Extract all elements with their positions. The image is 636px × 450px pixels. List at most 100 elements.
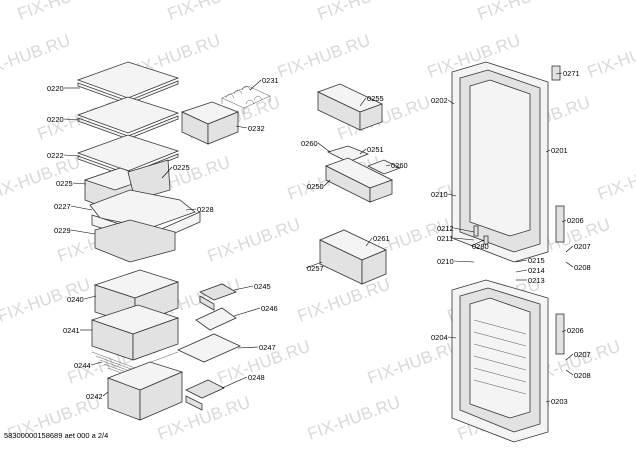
- part-number-label: 0210: [431, 190, 448, 199]
- watermark-text: FIX-HUB.RU: [475, 0, 573, 24]
- part-number-label: 0257: [307, 264, 324, 273]
- watermark-text: FIX-HUB.RU: [205, 215, 303, 266]
- part-number-label: 0206: [567, 326, 584, 335]
- leader-line: [63, 118, 81, 121]
- leader-line: [161, 166, 173, 179]
- watermark-text: FIX-HUB.RU: [305, 393, 403, 444]
- part-number-label: 0207: [574, 350, 591, 359]
- leader-line: [565, 353, 574, 361]
- part-number-label: 0229: [54, 226, 71, 235]
- leader-line: [453, 227, 475, 233]
- leader-line: [359, 148, 367, 155]
- part-number-label: 0246: [261, 304, 278, 313]
- leader-line: [470, 239, 485, 247]
- part-number-label: 0227: [54, 202, 71, 211]
- part-number-label: 0207: [574, 242, 591, 251]
- leader-line: [90, 361, 103, 366]
- part-number-label: 0255: [367, 94, 384, 103]
- part-labels: 0220 0220 0222 0225 0225 0227 0228 0229 0231 0232…: [47, 69, 591, 406]
- leader-line: [515, 269, 528, 273]
- leader-line: [545, 400, 551, 403]
- leader-line: [233, 307, 261, 317]
- fridge-door: [451, 61, 549, 263]
- freezer-door: [451, 279, 549, 443]
- leader-line: [185, 208, 197, 211]
- watermark-text: FIX-HUB.RU: [15, 0, 113, 24]
- part-number-label: 0211: [437, 234, 453, 243]
- leader-line: [235, 125, 248, 129]
- leader-line: [447, 99, 455, 105]
- part-number-label: 0203: [551, 397, 568, 406]
- part-number-label: 0201: [551, 146, 568, 155]
- part-number-label: 0225: [56, 179, 73, 188]
- leader-line: [447, 193, 457, 197]
- lower-drawers: [90, 269, 184, 421]
- watermark-text: FIX-HUB.RU: [295, 275, 393, 326]
- leader-line: [555, 72, 563, 75]
- part-number-label: 0215: [528, 256, 545, 265]
- part-number-label: 0260: [301, 139, 318, 148]
- part-number-label: 0242: [86, 392, 103, 401]
- leader-line: [545, 149, 551, 153]
- watermark-text: FIX-HUB.RU: [585, 31, 636, 82]
- bottle-rack: [221, 85, 271, 114]
- leader-line: [63, 154, 81, 157]
- part-number-label: 0232: [248, 124, 265, 133]
- small-box-0232: [180, 101, 240, 145]
- leader-line: [70, 229, 96, 235]
- leader-line: [565, 245, 574, 253]
- part-number-label: 0248: [248, 373, 265, 382]
- part-number-label: 0231: [262, 76, 279, 85]
- leader-line: [565, 369, 574, 376]
- watermark-text: FIX-HUB.RU: [595, 153, 636, 204]
- leader-line: [565, 261, 574, 268]
- part-number-label: 0250: [307, 182, 324, 191]
- leader-line: [305, 261, 323, 269]
- leader-line: [323, 179, 331, 187]
- part-number-label: 0208: [574, 263, 591, 272]
- part-number-label: 0244: [74, 361, 91, 370]
- leader-line: [453, 237, 475, 241]
- leader-line: [317, 142, 331, 153]
- part-number-label: 0260: [391, 161, 408, 170]
- leader-line: [221, 376, 248, 389]
- watermark-text: FIX-HUB.RU: [165, 0, 263, 24]
- leader-line: [70, 205, 93, 211]
- leader-line: [365, 237, 373, 247]
- leader-line: [385, 164, 391, 167]
- part-number-label: 0261: [373, 234, 390, 243]
- part-number-label: 0220: [47, 115, 64, 124]
- part-number-label: 0241: [63, 326, 80, 335]
- watermark-text: FIX-HUB.RU: [365, 337, 463, 388]
- leader-line: [561, 329, 567, 333]
- glass-shelves: [76, 61, 180, 178]
- leader-line: [453, 260, 475, 263]
- part-number-label: 0251: [367, 145, 384, 154]
- leader-line: [72, 182, 87, 185]
- part-number-label: 0271: [563, 69, 580, 78]
- part-number-label: 0220: [47, 84, 64, 93]
- part-number-label: 0208: [574, 371, 591, 380]
- door-bins: [316, 83, 401, 285]
- leader-line: [515, 259, 528, 263]
- leader-line: [233, 285, 254, 291]
- part-number-label: 0240: [67, 295, 84, 304]
- part-number-label: 0222: [47, 151, 64, 160]
- leader-line: [83, 295, 97, 300]
- diagram-footer: 58300000158689 aet 000 a 2/4: [4, 431, 109, 440]
- part-number-label: 0225: [173, 163, 190, 172]
- part-number-label: 0228: [197, 205, 214, 214]
- part-number-label: 0202: [431, 96, 448, 105]
- watermark-text: FIX-HUB.RU: [275, 31, 373, 82]
- part-number-label: 0212: [437, 224, 454, 233]
- upper-drawer-assembly: [83, 159, 201, 263]
- leader-line: [447, 336, 457, 339]
- small-trays: [177, 283, 241, 411]
- leader-line: [561, 219, 567, 223]
- part-number-label: 0214: [528, 266, 545, 275]
- watermark-text: FIX-HUB.RU: [315, 0, 413, 24]
- part-number-label: 0245: [254, 282, 271, 291]
- part-number-label: 0210: [437, 257, 454, 266]
- leader-line: [359, 97, 367, 107]
